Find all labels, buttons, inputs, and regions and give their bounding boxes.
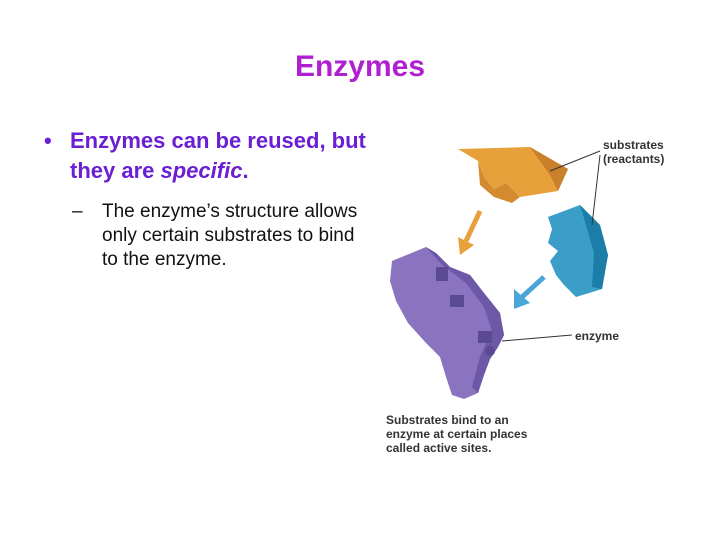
slide-title: Enzymes (294, 50, 426, 83)
sub-bullet-marker: – (72, 201, 83, 222)
caption-line3: called active sites. (386, 441, 492, 455)
caption-line2: enzyme at certain places (386, 427, 528, 441)
main-bullet-text-after: . (242, 158, 249, 183)
blue-substrate (548, 205, 608, 297)
label-substrates: substrates (reactants) (603, 138, 664, 166)
main-bullet: • Enzymes can be reused, but they are sp… (44, 126, 368, 186)
pointer-lines (501, 150, 601, 342)
bullet-marker: • (44, 128, 52, 153)
label-substrates-line2: (reactants) (603, 152, 665, 166)
enzyme-illustration (390, 147, 608, 399)
label-enzyme: enzyme (575, 329, 620, 343)
blue-arrow (514, 275, 546, 309)
orange-substrate (458, 147, 568, 203)
enzyme-shape (390, 247, 504, 399)
caption-line1: Substrates bind to an (386, 413, 509, 427)
sub-bullet: – The enzyme’s structure allows only cer… (72, 200, 362, 272)
main-bullet-text-before: Enzymes can be reused, but they are (70, 128, 366, 183)
sub-bullet-text: The enzyme’s structure allows only certa… (102, 201, 358, 270)
orange-arrow (458, 209, 483, 255)
main-bullet-emphasis: specific (160, 158, 243, 183)
enzyme-diagram: substrates (reactants) enzyme Substrates… (380, 125, 700, 465)
label-substrates-line1: substrates (603, 138, 664, 152)
diagram-caption: Substrates bind to an enzyme at certain … (386, 413, 586, 455)
main-bullet-text: Enzymes can be reused, but they are spec… (48, 126, 368, 186)
